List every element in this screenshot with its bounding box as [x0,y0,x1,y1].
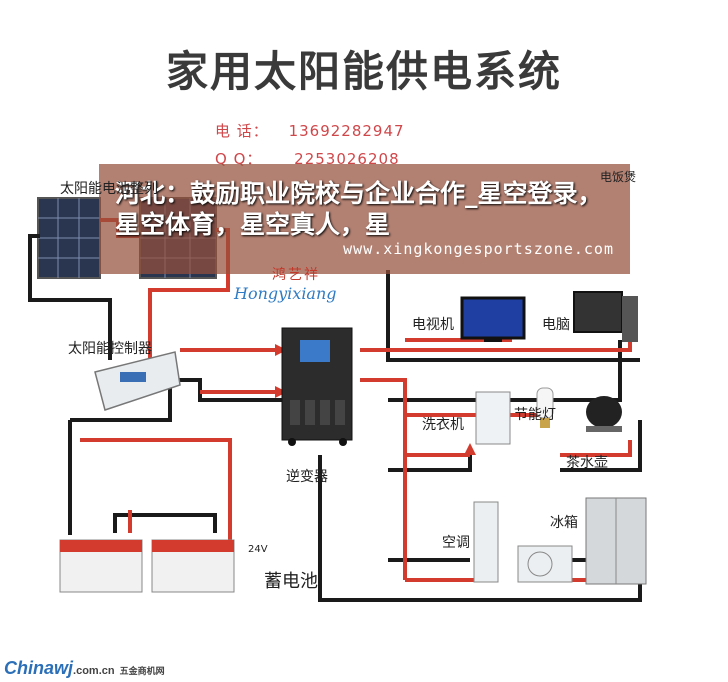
overlay-url: www.xingkongesportszone.com [343,240,614,258]
washer-icon [475,391,511,445]
tv-icon [460,296,526,342]
watermark-english: Hongyixiang [234,284,337,303]
label-solar-panels: 太阳能电池整列 [60,181,158,197]
watermark-chinese: 鸿艺祥 [272,267,320,283]
label-fridge: 冰箱 [550,515,578,531]
label-right-top: 电饭煲 [600,170,637,184]
label-washer: 洗衣机 [422,417,464,433]
fridge-icon [585,497,647,585]
label-lamp: 节能灯 [514,407,556,423]
ac-indoor-icon [473,501,499,583]
qq-line: Q Q： 2253026208 [215,148,400,169]
battery-left-icon [59,539,143,593]
label-controller: 太阳能控制器 [68,341,152,357]
lamp-icon [536,387,554,428]
site-logo-domain: .com.cn [73,665,115,677]
diagram-title: 家用太阳能供电系统 [165,47,562,96]
black-wires [28,234,642,602]
arrow-head-icon [275,386,287,398]
qq-label: Q Q： [215,150,263,168]
battery-right-icon [151,539,235,593]
label-ac: 空调 [442,535,470,551]
inverter-icon [281,327,353,446]
controller-icon [94,351,181,411]
phone-line: 电 话： 13692282947 [215,120,405,141]
solar-panel-left-icon [37,197,101,279]
qq-number: 2253026208 [294,150,400,168]
site-logo-sub: 五金商机网 [119,666,165,676]
arrow-head-icon [464,443,476,455]
arrow-head-icon [275,344,287,356]
label-computer: 电脑 [542,317,570,333]
computer-icon [573,291,638,342]
phone-label: 电 话： [215,122,269,140]
overlay-headline: 河北：鼓励职业院校与企业合作_星空登录，星空体育，星空真人，星 [115,179,603,239]
label-battery: 蓄电池 [264,571,318,592]
site-logo-name: Chinawj [4,658,74,678]
site-logo: Chinawj.com.cn 五金商机网 [4,658,165,679]
phone-number: 13692282947 [288,122,405,140]
kettle-icon [586,396,622,432]
label-tv: 电视机 [412,317,454,333]
label-voltage: 24V [248,544,268,555]
label-inverter: 逆变器 [286,469,328,485]
label-kettle: 茶水壶 [566,455,608,471]
news-overlay: 河北：鼓励职业院校与企业合作_星空登录，星空体育，星空真人，星 www.xing… [99,164,630,274]
ac-outdoor-icon [517,545,573,583]
